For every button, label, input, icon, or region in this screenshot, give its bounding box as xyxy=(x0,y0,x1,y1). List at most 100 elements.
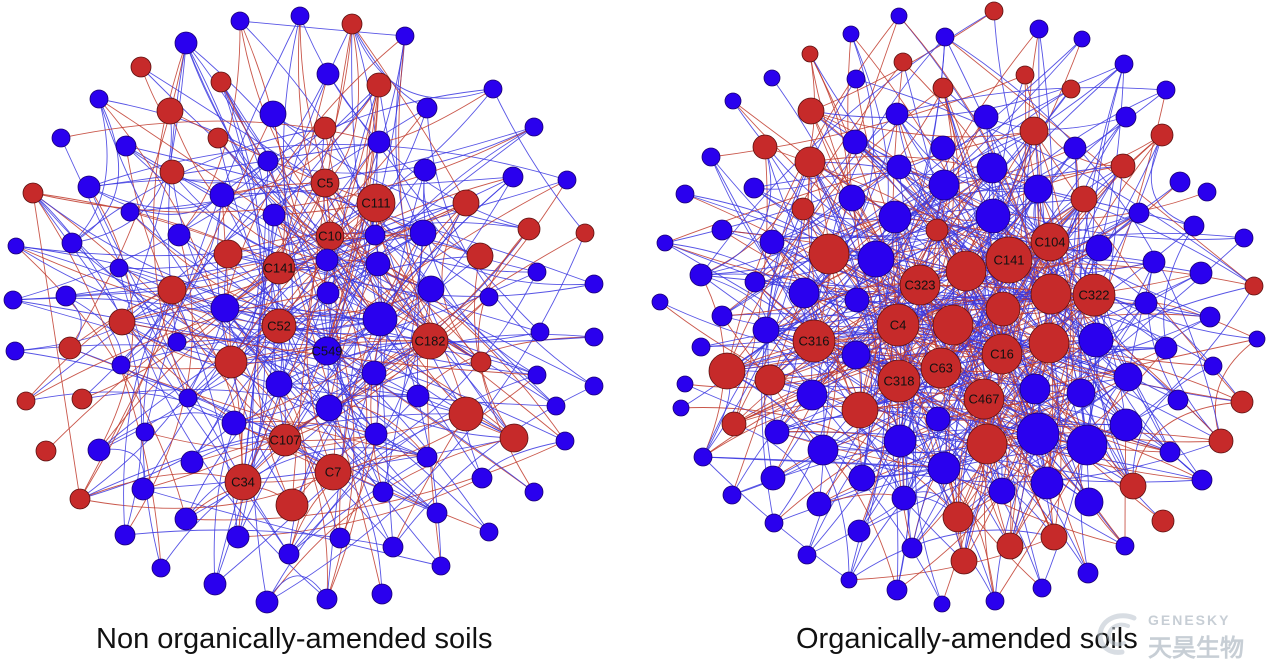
right-red-node xyxy=(985,236,1033,284)
left-blue-node xyxy=(3,290,23,310)
right-edge xyxy=(726,216,896,372)
right-edge xyxy=(803,167,993,294)
left-red-node xyxy=(213,239,243,269)
right-blue-node xyxy=(973,104,999,130)
left-red-node xyxy=(214,345,248,379)
right-red-node xyxy=(984,1,1004,21)
right-edge xyxy=(1025,130,1050,344)
left-edge xyxy=(125,145,595,297)
right-red-node xyxy=(708,352,746,390)
right-blue-node xyxy=(1066,378,1096,408)
right-blue-node xyxy=(1115,106,1137,128)
right-blue-node xyxy=(1023,174,1053,204)
left-edge xyxy=(267,126,535,174)
left-edge xyxy=(477,228,530,439)
left-red-node xyxy=(470,351,492,373)
right-red-node xyxy=(792,319,836,363)
left-edge xyxy=(326,126,535,352)
left-edge xyxy=(121,42,187,323)
right-red-node xyxy=(1230,390,1254,414)
right-red-node xyxy=(797,97,825,125)
right-blue-node xyxy=(796,379,828,411)
right-blue-node xyxy=(1189,261,1213,285)
right-edge xyxy=(702,456,945,469)
left-blue-node xyxy=(114,524,136,546)
right-edge xyxy=(850,33,889,260)
left-blue-node xyxy=(395,26,415,46)
left-blue-node xyxy=(89,89,109,109)
left-edge xyxy=(79,307,226,500)
right-blue-node xyxy=(1019,373,1051,405)
right-blue-node xyxy=(1109,408,1143,442)
left-blue-node xyxy=(174,31,198,55)
right-edge xyxy=(1214,338,1258,442)
left-blue-node xyxy=(265,370,293,398)
right-red-node xyxy=(950,547,978,575)
left-edge xyxy=(242,361,482,483)
right-red-node xyxy=(1019,116,1049,146)
right-edge xyxy=(811,188,1039,396)
watermark-logo: GENESKY 天昊生物 xyxy=(1094,608,1264,662)
right-blue-node xyxy=(711,305,733,327)
right-edge xyxy=(861,258,881,479)
right-blue-node xyxy=(788,277,820,309)
right-edge xyxy=(1083,198,1171,453)
right-blue-node xyxy=(1142,250,1166,274)
right-red-node xyxy=(945,250,987,292)
left-blue-node xyxy=(316,588,338,610)
right-blue-node xyxy=(1234,228,1254,248)
left-edge xyxy=(339,232,424,539)
left-blue-node xyxy=(329,527,351,549)
right-blue-node xyxy=(930,135,956,161)
left-blue-node xyxy=(262,203,286,227)
left-red-node xyxy=(69,488,91,510)
right-red-node xyxy=(754,364,786,396)
right-blue-node xyxy=(797,545,817,565)
right-edge xyxy=(809,161,885,581)
right-blue-node xyxy=(935,27,955,47)
left-edge xyxy=(283,15,377,435)
right-blue-node xyxy=(976,152,1008,184)
left-blue-node xyxy=(584,376,604,396)
left-edge xyxy=(142,289,173,569)
left-edge xyxy=(278,325,438,514)
left-red-node xyxy=(130,56,152,78)
right-red-node xyxy=(841,391,879,429)
left-edge xyxy=(288,456,428,555)
right-edge xyxy=(811,197,853,396)
left-edge xyxy=(251,23,353,603)
right-edge xyxy=(776,431,945,469)
left-edge xyxy=(288,372,375,555)
left-blue-node xyxy=(178,388,198,408)
right-edge xyxy=(1091,63,1125,296)
right-blue-node xyxy=(1167,389,1189,411)
left-edge xyxy=(88,160,269,210)
left-edge xyxy=(327,73,541,333)
left-blue-node xyxy=(527,262,547,282)
right-blue-node xyxy=(1197,182,1217,202)
right-blue-node xyxy=(901,537,923,559)
left-red-node xyxy=(224,463,262,501)
left-edge xyxy=(242,374,538,483)
right-edge xyxy=(733,423,820,505)
right-red-node xyxy=(1030,222,1070,262)
right-blue-node xyxy=(1032,578,1052,598)
left-blue-node xyxy=(257,150,279,172)
left-blue-node xyxy=(364,224,386,246)
left-edge xyxy=(32,192,286,441)
left-edge xyxy=(239,20,406,37)
left-edge xyxy=(168,42,187,343)
right-blue-node xyxy=(925,406,951,432)
right-blue-node xyxy=(806,491,832,517)
left-edge xyxy=(326,84,380,352)
left-edge xyxy=(79,471,334,509)
right-blue-node xyxy=(886,154,912,180)
right-edge xyxy=(899,440,996,602)
left-blue-node xyxy=(135,422,155,442)
right-blue-node xyxy=(1113,362,1143,392)
left-blue-node xyxy=(312,336,342,366)
left-edge xyxy=(221,176,514,196)
left-edge xyxy=(217,137,432,290)
